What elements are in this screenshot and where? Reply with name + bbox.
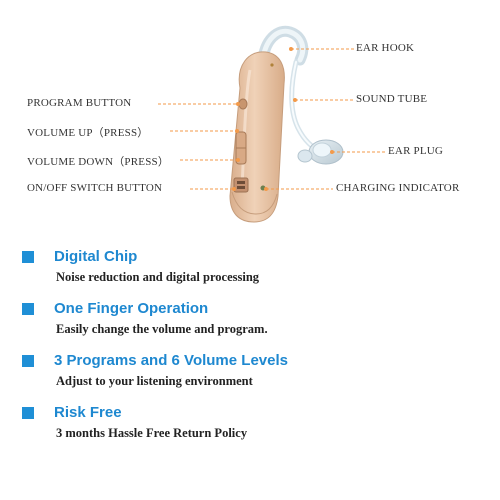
on-off-switch[interactable] xyxy=(233,177,249,193)
feature-description: Adjust to your listening environment xyxy=(56,374,253,388)
ear-plug xyxy=(297,139,344,165)
bullet-square-icon xyxy=(22,303,34,315)
feature-title: Digital Chip xyxy=(54,248,138,265)
label-program-button: PROGRAM BUTTON xyxy=(27,97,132,109)
bullet-square-icon xyxy=(22,407,34,419)
label-volume-down: VOLUME DOWN（PRESS） xyxy=(27,156,170,168)
label-sound-tube: SOUND TUBE xyxy=(356,93,428,105)
feature-description: Noise reduction and digital processing xyxy=(56,270,260,284)
feature-title: 3 Programs and 6 Volume Levels xyxy=(54,352,288,369)
feature-description: Easily change the volume and program. xyxy=(56,322,268,336)
feature-title: One Finger Operation xyxy=(54,300,209,317)
label-ear-hook: EAR HOOK xyxy=(356,42,415,54)
sound-tube xyxy=(289,59,325,155)
label-on-off-switch: ON/OFF SWITCH BUTTON xyxy=(27,182,163,194)
leader-dots xyxy=(232,47,334,191)
bullet-square-icon xyxy=(22,251,34,263)
feature-description: 3 months Hassle Free Return Policy xyxy=(56,426,248,440)
label-charging-indicator: CHARGING INDICATOR xyxy=(336,182,460,194)
program-button[interactable] xyxy=(238,98,248,110)
label-ear-plug: EAR PLUG xyxy=(388,145,444,157)
bullet-square-icon xyxy=(22,355,34,367)
leader-lines xyxy=(158,48,386,190)
feature-title: Risk Free xyxy=(54,404,122,421)
label-volume-up: VOLUME UP（PRESS） xyxy=(27,127,149,139)
hearing-aid-diagram xyxy=(158,25,386,223)
